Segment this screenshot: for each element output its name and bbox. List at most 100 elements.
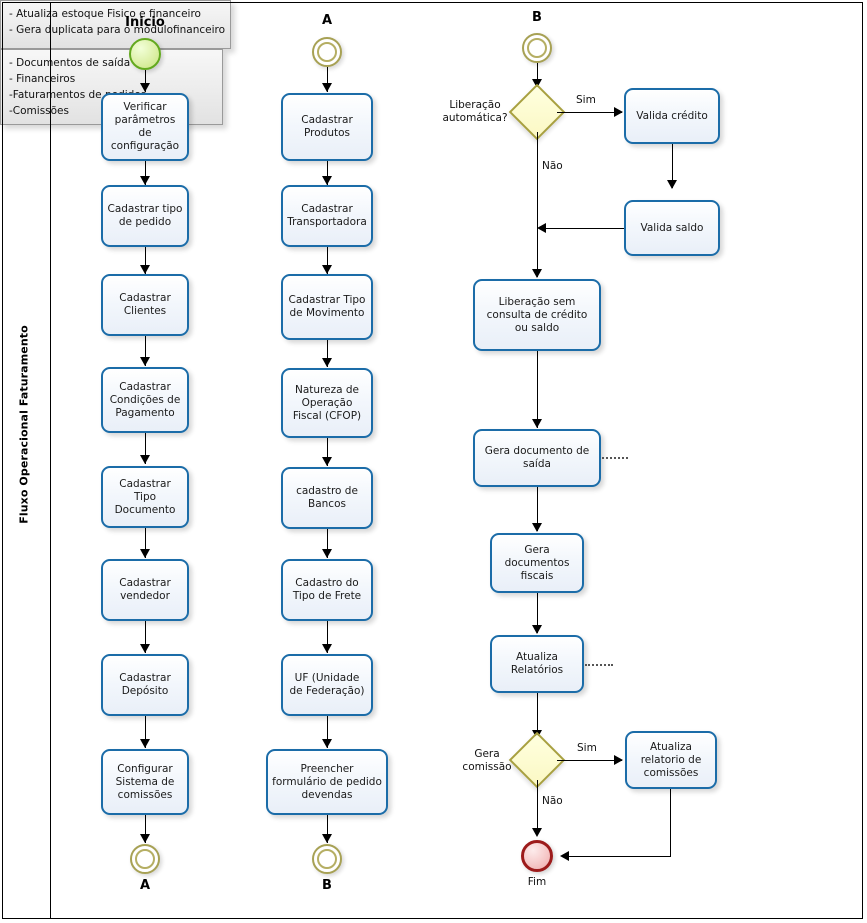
task-cadastro-tipo-frete[interactable]: Cadastro do Tipo de Frete bbox=[281, 559, 373, 621]
arrowhead bbox=[140, 834, 150, 843]
arrowhead bbox=[322, 358, 332, 367]
edge-atualiza-relatorios-to-gateway2 bbox=[537, 693, 538, 739]
edge-task1-to-task2 bbox=[145, 161, 146, 185]
edge-label-sim-1: Sim bbox=[576, 94, 596, 106]
task-label: Configurar Sistema de comissões bbox=[115, 762, 175, 801]
task-gera-documento-saida[interactable]: Gera documento de saída bbox=[473, 429, 601, 487]
note-gera-documento: - Atualiza estoque Fisico e financeiro -… bbox=[0, 0, 231, 49]
edge-connector-b-to-gateway1 bbox=[537, 63, 538, 86]
task-label: Natureza de Operação Fiscal (CFOP) bbox=[292, 383, 362, 422]
note-link-2 bbox=[585, 664, 613, 666]
connector-event-b-start[interactable] bbox=[522, 33, 552, 63]
connector-label-b-end: B bbox=[322, 878, 332, 893]
task-atualiza-relatorio-comissoes[interactable]: Atualiza relatorio de comissões bbox=[625, 731, 717, 789]
arrowhead bbox=[322, 834, 332, 843]
task-gera-documentos-fiscais[interactable]: Gera documentos fiscais bbox=[490, 533, 584, 593]
edge-inicio-to-task1 bbox=[145, 70, 146, 92]
gateway-label-liberacao-automatica: Liberação automática? bbox=[434, 99, 516, 124]
edge-c2-task7-to-task8 bbox=[327, 716, 328, 748]
task-cadastrar-tipo-pedido[interactable]: Cadastrar tipo de pedido bbox=[101, 185, 189, 247]
task-label: Preencher formulário de pedido devendas bbox=[272, 762, 382, 801]
start-label-inicio: Inicio bbox=[125, 15, 165, 30]
task-label: Cadastrar Transportadora bbox=[287, 203, 367, 228]
edge-gateway2-nao bbox=[537, 780, 538, 834]
arrowhead bbox=[322, 644, 332, 653]
note-line: - Atualiza estoque Fisico e financeiro bbox=[9, 8, 201, 20]
arrowhead bbox=[140, 357, 150, 366]
task-label: Gera documento de saída bbox=[484, 445, 590, 470]
task-label: Cadastrar Depósito bbox=[119, 672, 171, 697]
task-cadastrar-deposito[interactable]: Cadastrar Depósito bbox=[101, 654, 189, 716]
task-label: Cadastrar Tipo de Movimento bbox=[288, 294, 366, 319]
arrowhead bbox=[322, 549, 332, 558]
edge-valida-credito-to-valida-saldo bbox=[672, 144, 673, 188]
note-line: -Comissões bbox=[9, 105, 69, 117]
task-cadastrar-tipo-documento[interactable]: Cadastrar Tipo Documento bbox=[101, 466, 189, 528]
pool-divider bbox=[50, 3, 51, 918]
task-valida-saldo[interactable]: Valida saldo bbox=[624, 200, 720, 256]
task-cadastrar-produtos[interactable]: Cadastrar Produtos bbox=[281, 93, 373, 161]
edge-c2-task1-to-task2 bbox=[327, 161, 328, 185]
edge-c2-task2-to-task3 bbox=[327, 247, 328, 274]
gateway-label-gera-comissao: Gera comissão bbox=[458, 748, 516, 773]
arrowhead bbox=[140, 265, 150, 274]
task-cadastrar-tipo-movimento[interactable]: Cadastrar Tipo de Movimento bbox=[281, 274, 373, 340]
arrowhead bbox=[667, 180, 677, 189]
arrowhead bbox=[140, 83, 150, 92]
connector-event-a-start[interactable] bbox=[312, 37, 342, 67]
connector-event-a-end[interactable] bbox=[130, 844, 160, 874]
connector-label-a-start: A bbox=[321, 13, 333, 28]
arrowhead bbox=[532, 419, 542, 428]
task-cadastrar-transportadora[interactable]: Cadastrar Transportadora bbox=[281, 185, 373, 247]
task-liberacao-sem-consulta[interactable]: Liberação sem consulta de crédito ou sal… bbox=[473, 279, 601, 351]
note-line: - Documentos de saída bbox=[9, 57, 131, 69]
task-preencher-formulario-pedido[interactable]: Preencher formulário de pedido devendas bbox=[266, 749, 388, 815]
arrowhead bbox=[140, 176, 150, 185]
task-label: Cadastro do Tipo de Frete bbox=[292, 577, 362, 602]
task-label: Cadastrar tipo de pedido bbox=[107, 203, 183, 228]
task-cadastrar-condicoes-pagamento[interactable]: Cadastrar Condições de Pagamento bbox=[101, 367, 189, 433]
arrowhead bbox=[537, 223, 546, 233]
task-cadastrar-vendedor[interactable]: Cadastrar vendedor bbox=[101, 559, 189, 621]
gateway-label-text: Gera comissão bbox=[462, 748, 512, 773]
task-verificar-parametros[interactable]: Verificar parâmetros de configuração bbox=[101, 93, 189, 161]
arrowhead bbox=[140, 739, 150, 748]
task-label: Atualiza Relatórios bbox=[510, 651, 564, 676]
note-line: - Gera duplicata para o módulofinanceiro bbox=[9, 24, 226, 36]
edge-gateway1-sim bbox=[557, 112, 622, 113]
connector-event-b-end[interactable] bbox=[312, 844, 342, 874]
arrowhead bbox=[532, 269, 542, 278]
task-label: Cadastrar vendedor bbox=[119, 577, 171, 602]
edge-connector-a-to-task1 bbox=[327, 67, 328, 92]
task-atualiza-relatorios[interactable]: Atualiza Relatórios bbox=[490, 635, 584, 693]
edge-task6-to-task7 bbox=[145, 621, 146, 653]
arrowhead bbox=[532, 79, 542, 88]
task-cadastro-bancos[interactable]: cadastro de Bancos bbox=[281, 467, 373, 529]
edge-c2-task8-to-connector-b bbox=[327, 815, 328, 843]
task-label: UF (Unidade de Federação) bbox=[289, 672, 365, 697]
task-label: Gera documentos fiscais bbox=[504, 543, 570, 582]
edge-c2-task5-to-task6 bbox=[327, 529, 328, 558]
edge-label-nao-2: Não bbox=[542, 795, 563, 807]
edge-gateway2-sim bbox=[557, 760, 622, 761]
connector-label-b-start: B bbox=[532, 10, 542, 25]
task-configurar-sistema-comissoes[interactable]: Configurar Sistema de comissões bbox=[101, 749, 189, 815]
pool-label: Fluxo Operacional Faturamento bbox=[17, 325, 31, 524]
connector-label-a-end: A bbox=[139, 878, 151, 893]
arrowhead bbox=[614, 107, 623, 117]
task-valida-credito[interactable]: Valida crédito bbox=[624, 88, 720, 144]
arrowhead bbox=[532, 523, 542, 532]
task-uf-unidade-federacao[interactable]: UF (Unidade de Federação) bbox=[281, 654, 373, 716]
end-event-fim[interactable] bbox=[521, 840, 553, 872]
start-event-inicio[interactable] bbox=[129, 38, 161, 70]
task-label: Valida saldo bbox=[640, 221, 704, 234]
arrowhead bbox=[322, 739, 332, 748]
arrowhead bbox=[322, 176, 332, 185]
arrowhead bbox=[322, 83, 332, 92]
task-label: Cadastrar Clientes bbox=[119, 292, 171, 317]
edge-gera-fiscais-to-atualiza-relatorios bbox=[537, 593, 538, 633]
arrowhead bbox=[140, 455, 150, 464]
task-cadastrar-clientes[interactable]: Cadastrar Clientes bbox=[101, 274, 189, 336]
task-natureza-operacao-fiscal[interactable]: Natureza de Operação Fiscal (CFOP) bbox=[281, 368, 373, 438]
edge-label-nao-1: Não bbox=[542, 160, 563, 172]
